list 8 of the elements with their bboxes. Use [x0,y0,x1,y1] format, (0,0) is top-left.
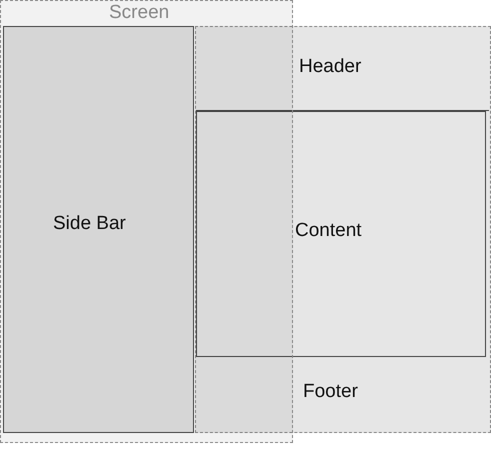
box-label: Side Bar [53,213,126,235]
sidebar-box [3,26,194,433]
box-label: Content [295,220,362,242]
box-label: Footer [303,381,358,403]
content-box [196,111,486,357]
box-label: Screen [109,2,170,24]
box-label: Header [299,56,362,78]
page-outline [195,26,491,433]
